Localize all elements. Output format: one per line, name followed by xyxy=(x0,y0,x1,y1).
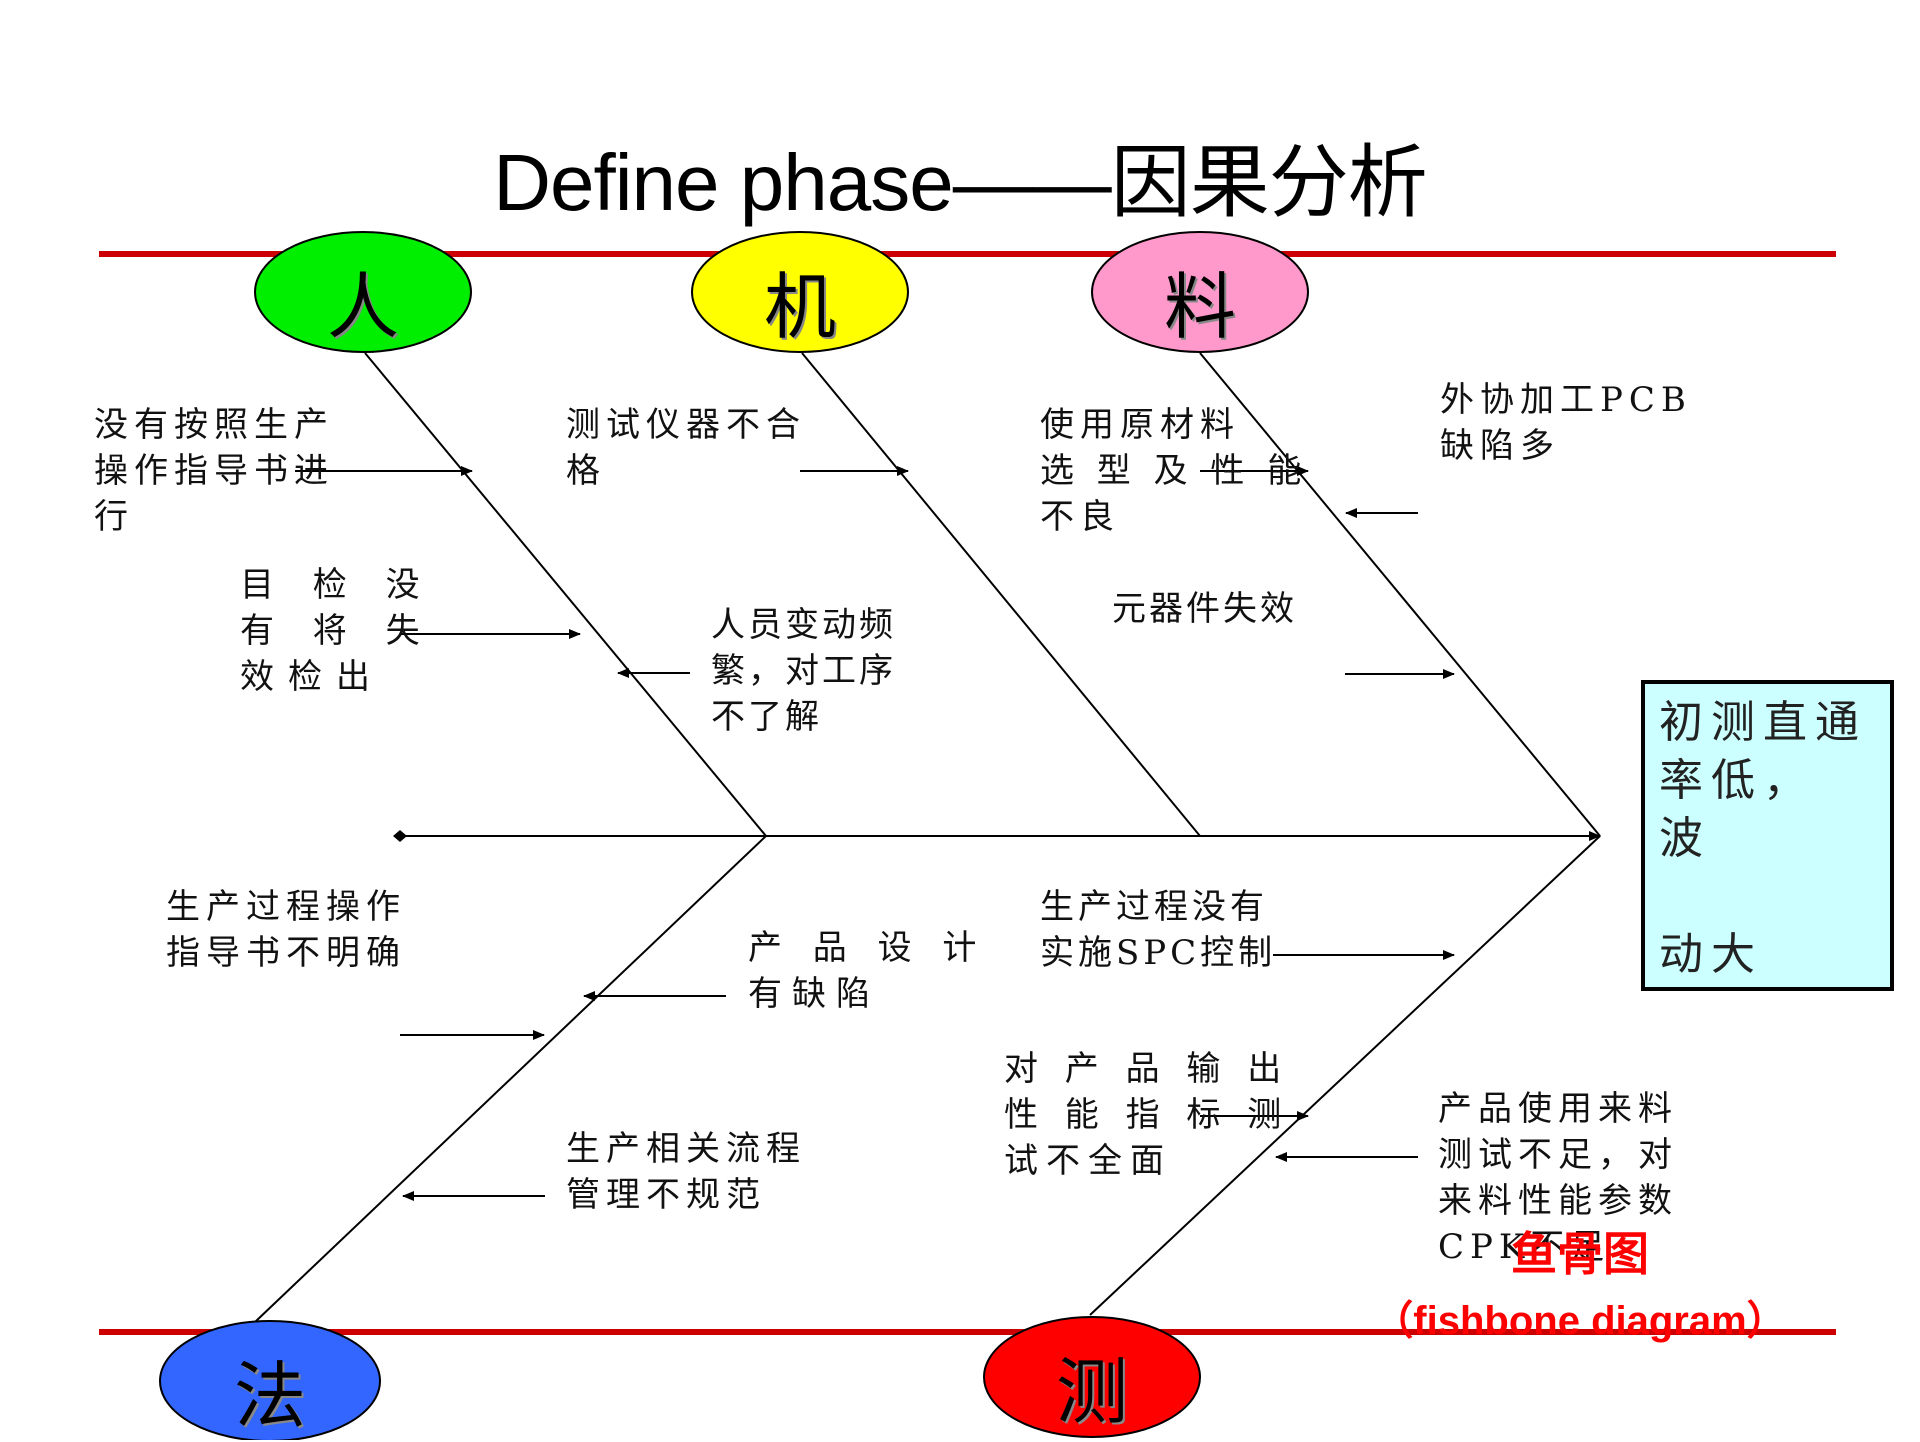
cause-measurement-3: 产品使用来料 测试不足，对 来料性能参数 CPK不足 xyxy=(1438,1089,1678,1267)
cause-man-2: 目 检 没 有 将 失 效检出 xyxy=(240,565,434,697)
bone-material xyxy=(1199,352,1601,837)
bone-machine xyxy=(801,352,1201,837)
cause-measurement-1: 生产过程没有 实施SPC控制 xyxy=(1040,887,1277,973)
cause-method-3: 生产相关流程 管理不规范 xyxy=(566,1129,806,1215)
cause-man-1: 没有按照生产 操作指导书进 行 xyxy=(94,405,334,537)
page-title: Define phase——因果分析 xyxy=(493,138,1427,227)
category-ellipse-material xyxy=(1091,231,1309,353)
cause-method-2: 产 品 设 计 有缺陷 xyxy=(748,928,987,1014)
bone-method xyxy=(254,835,767,1323)
bone-man xyxy=(364,352,767,837)
caption-subtitle: （fishbone diagram） xyxy=(1373,1299,1787,1343)
category-ellipse-man xyxy=(254,231,472,353)
bone-measurement xyxy=(1089,835,1601,1316)
category-ellipse-measurement xyxy=(983,1316,1201,1438)
category-label-material: 料 xyxy=(1163,265,1236,349)
category-label-machine: 机 xyxy=(763,265,836,349)
effect-text: 初测直通 率低， 波 动大 xyxy=(1659,697,1867,980)
caption-title: 鱼骨图 xyxy=(1511,1228,1649,1280)
cause-machine-1: 测试仪器不合 格 xyxy=(566,405,806,491)
cause-material-3: 外协加工PCB 缺陷多 xyxy=(1440,380,1692,466)
cause-measurement-2: 对 产 品 输 出 性 能 指 标 测 试不全面 xyxy=(1004,1049,1290,1181)
effect-box: 初测直通 率低， 波 动大 xyxy=(1641,680,1894,991)
spine-tail xyxy=(393,830,407,842)
cause-material-1: 使用原材料 选 型 及 性 能 不良 xyxy=(1040,405,1308,537)
category-label-man: 人 xyxy=(326,265,399,349)
cause-method-1: 生产过程操作 指导书不明确 xyxy=(166,887,406,973)
category-ellipse-method xyxy=(159,1320,381,1440)
category-label-measurement: 测 xyxy=(1055,1350,1128,1434)
category-label-method: 法 xyxy=(233,1354,306,1438)
cause-material-2: 元器件失效 xyxy=(1112,589,1297,629)
cause-machine-2: 人员变动频 繁，对工序 不了解 xyxy=(711,605,896,737)
category-ellipse-machine xyxy=(691,231,909,353)
